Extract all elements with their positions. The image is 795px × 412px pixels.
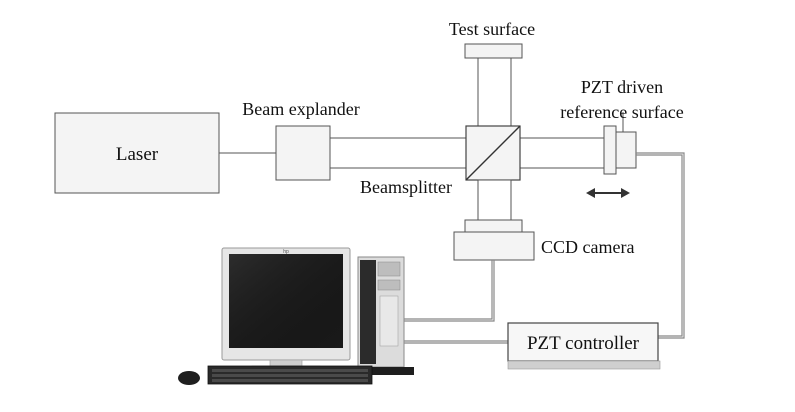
reference-plate xyxy=(603,125,617,175)
pzt-actuator xyxy=(615,131,637,169)
ccd-data-wire-shadow xyxy=(404,260,493,320)
test-beam xyxy=(477,57,512,127)
keyboard xyxy=(207,365,373,385)
ccd-beam xyxy=(477,179,512,221)
computer-monitor: hp xyxy=(221,247,351,371)
test-surface-label: Test surface xyxy=(449,19,535,39)
ccd-lens xyxy=(464,219,523,233)
pzt-label-line1: PZT driven xyxy=(581,77,663,97)
beamsplitter-label: Beamsplitter xyxy=(360,177,452,197)
monitor-logo: hp xyxy=(283,249,289,255)
laser-box xyxy=(54,112,220,194)
ccd-data-wire xyxy=(404,260,495,322)
pzt-control-wire-shadow xyxy=(636,154,683,337)
test-surface xyxy=(464,43,523,59)
expanded-beam xyxy=(329,137,467,169)
pzt-controller-label: PZT controller xyxy=(527,333,640,354)
motion-arrow-icon xyxy=(586,188,630,198)
laser-label: Laser xyxy=(116,144,159,165)
computer-tower xyxy=(357,256,414,375)
mouse xyxy=(178,371,200,385)
beam-expander-box xyxy=(275,125,331,181)
pzt-label-line2: reference surface xyxy=(560,102,683,122)
pzt-control-wire xyxy=(636,152,685,339)
ccd-camera-label: CCD camera xyxy=(541,237,634,257)
beamsplitter-diagonal xyxy=(465,125,521,181)
reference-beam xyxy=(519,137,605,169)
ccd-camera-box xyxy=(453,231,535,261)
pzt-controller: PZT controller xyxy=(507,322,661,370)
beam-expander-label: Beam explander xyxy=(242,99,359,119)
